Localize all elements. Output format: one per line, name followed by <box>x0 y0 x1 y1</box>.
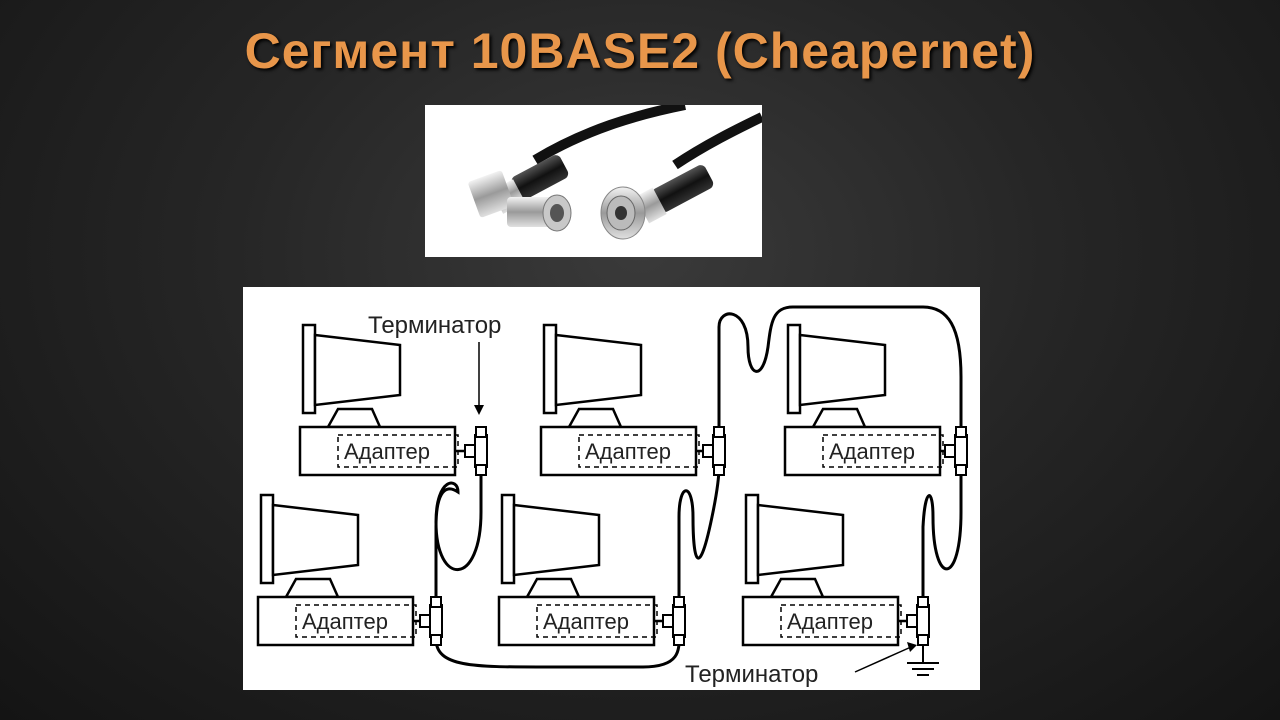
adapter-label: Адаптер <box>543 609 629 634</box>
adapter-label: Адаптер <box>787 609 873 634</box>
t-connector <box>712 434 726 468</box>
slide-title: Сегмент 10BASE2 (Cheapernet) <box>244 23 1036 79</box>
terminator-bottom-label: Терминатор <box>685 661 818 688</box>
t-connector <box>916 604 930 638</box>
monitor-stand <box>325 407 382 429</box>
workstation: Адаптер <box>256 493 443 647</box>
monitor-body <box>798 333 887 407</box>
monitor-frame <box>500 493 516 585</box>
adapter-label: Адаптер <box>302 609 388 634</box>
monitor-body <box>512 503 601 577</box>
adapter-label: Адаптер <box>585 439 671 464</box>
adapter-label: Адаптер <box>829 439 915 464</box>
monitor-body <box>313 333 402 407</box>
monitor-body <box>271 503 360 577</box>
monitor-frame <box>542 323 558 415</box>
t-connector <box>672 604 686 638</box>
workstation: Адаптер <box>497 493 686 647</box>
workstation: Адаптер <box>741 493 930 647</box>
workstation: Адаптер <box>298 323 488 477</box>
workstation: Адаптер <box>783 323 968 477</box>
monitor-stand <box>566 407 623 429</box>
bnc-cable-photo <box>425 105 762 257</box>
monitor-frame <box>786 323 802 415</box>
t-connector <box>954 434 968 468</box>
monitor-frame <box>744 493 760 585</box>
monitor-stand <box>768 577 825 599</box>
monitor-frame <box>301 323 317 415</box>
adapter-label: Адаптер <box>344 439 430 464</box>
monitor-stand <box>524 577 581 599</box>
monitor-stand <box>810 407 867 429</box>
monitor-body <box>554 333 643 407</box>
monitor-frame <box>259 493 275 585</box>
monitor-body <box>756 503 845 577</box>
terminator-top-label: Терминатор <box>368 312 501 339</box>
bnc-cable-connectors-icon <box>468 105 762 240</box>
t-connector <box>474 434 488 468</box>
t-connector <box>429 604 443 638</box>
monitor-stand <box>283 577 340 599</box>
workstation: Адаптер <box>539 323 726 477</box>
coax-cable <box>434 305 963 669</box>
